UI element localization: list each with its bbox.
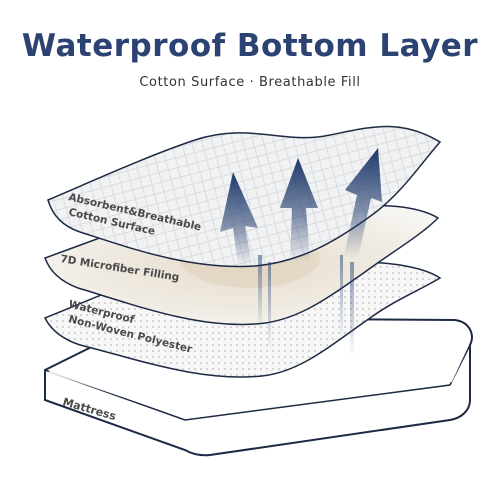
cotton-layer	[47, 125, 442, 268]
airflow-streak	[350, 262, 354, 357]
upward-arrow-icon	[280, 158, 318, 262]
page-title: Waterproof Bottom Layer	[21, 28, 479, 64]
airflow-streak	[268, 262, 271, 352]
upward-arrow-icon	[220, 172, 258, 266]
airflow-streak	[258, 255, 262, 330]
upward-arrow-icon	[344, 148, 382, 258]
airflow-arrows	[220, 148, 382, 357]
page-subtitle: Cotton Surface · Breathable Fill	[139, 75, 361, 90]
airflow-streak	[340, 255, 343, 340]
